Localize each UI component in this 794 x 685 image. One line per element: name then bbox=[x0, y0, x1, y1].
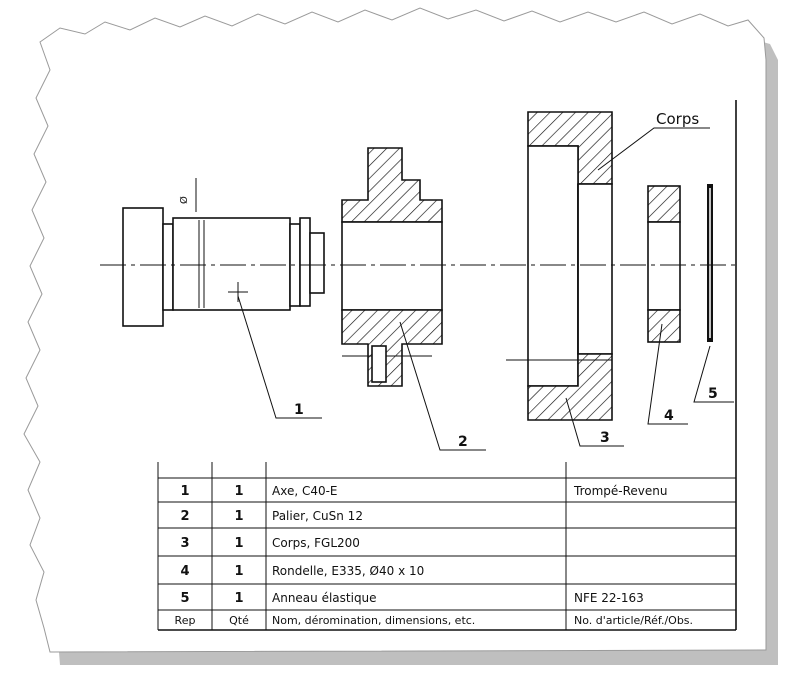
callouts: 1 2 3 4 5 Corps bbox=[237, 110, 734, 451]
part-anneau bbox=[707, 184, 713, 342]
svg-text:Nom, déromination, dimensions,: Nom, déromination, dimensions, etc. bbox=[272, 614, 475, 627]
table-row: 3 1 Corps, FGL200 bbox=[180, 536, 359, 551]
svg-text:3: 3 bbox=[180, 536, 189, 551]
svg-text:Axe, C40-E: Axe, C40-E bbox=[272, 484, 338, 498]
svg-text:Rep: Rep bbox=[175, 614, 196, 627]
svg-text:1: 1 bbox=[234, 536, 243, 551]
table-row: 4 1 Rondelle, E335, Ø40 x 10 bbox=[180, 564, 424, 579]
svg-text:Rondelle, E335, Ø40 x 10: Rondelle, E335, Ø40 x 10 bbox=[272, 564, 424, 578]
svg-text:No. d'article/Réf./Obs.: No. d'article/Réf./Obs. bbox=[574, 614, 693, 627]
svg-text:5: 5 bbox=[180, 591, 189, 606]
nomenclature-table: 1 1 Axe, C40-E Trompé-Revenu 2 1 Palier,… bbox=[157, 462, 736, 631]
table-row: 5 1 Anneau élastique NFE 22-163 bbox=[180, 591, 643, 606]
svg-text:2: 2 bbox=[180, 509, 189, 524]
svg-text:1: 1 bbox=[234, 591, 243, 606]
callout-4: 4 bbox=[664, 408, 674, 424]
part-palier bbox=[341, 147, 443, 387]
part-rondelle bbox=[647, 185, 681, 343]
corps-label: Corps bbox=[656, 110, 699, 128]
svg-text:1: 1 bbox=[234, 484, 243, 499]
svg-text:Palier, CuSn 12: Palier, CuSn 12 bbox=[272, 509, 363, 523]
table-row: 2 1 Palier, CuSn 12 bbox=[180, 509, 362, 524]
table-row: 1 1 Axe, C40-E Trompé-Revenu bbox=[180, 484, 667, 499]
part-axe bbox=[122, 207, 325, 327]
callout-5: 5 bbox=[708, 386, 718, 402]
svg-text:NFE 22-163: NFE 22-163 bbox=[574, 591, 644, 605]
svg-text:Anneau élastique: Anneau élastique bbox=[272, 591, 377, 605]
svg-text:1: 1 bbox=[180, 484, 189, 499]
svg-text:4: 4 bbox=[180, 564, 189, 579]
callout-1: 1 bbox=[294, 402, 304, 418]
fit-label: Ø bbox=[178, 196, 190, 204]
svg-text:1: 1 bbox=[234, 564, 243, 579]
svg-text:Trompé-Revenu: Trompé-Revenu bbox=[573, 484, 667, 498]
callout-3: 3 bbox=[600, 430, 610, 446]
part-corps bbox=[506, 111, 613, 421]
svg-text:Qté: Qté bbox=[229, 614, 249, 627]
fit-annotation: Ø bbox=[178, 178, 197, 212]
callout-2: 2 bbox=[458, 434, 468, 450]
table-header-row: Rep Qté Nom, déromination, dimensions, e… bbox=[175, 614, 694, 627]
svg-text:Corps, FGL200: Corps, FGL200 bbox=[272, 536, 360, 550]
svg-text:1: 1 bbox=[234, 509, 243, 524]
